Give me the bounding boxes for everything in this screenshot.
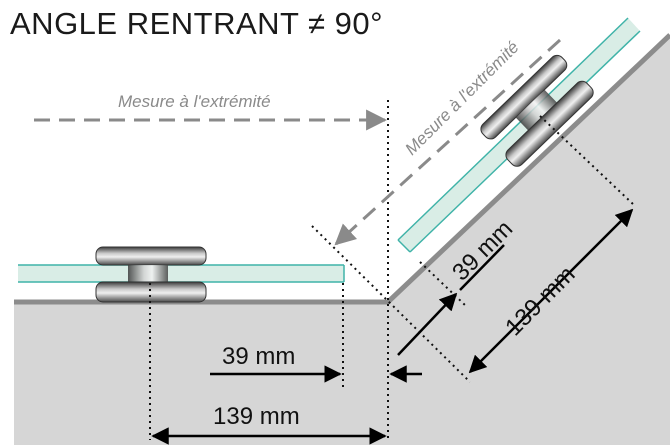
clamp-horizontal xyxy=(95,246,207,303)
measure-end-label-horizontal: Mesure à l'extrémité xyxy=(118,92,271,111)
dim-label-139-horizontal: 139 mm xyxy=(213,403,300,430)
dimension-139-angled xyxy=(468,208,634,374)
glass-panel-horizontal xyxy=(18,264,345,283)
dim-label-39-horizontal: 39 mm xyxy=(222,343,295,370)
diagram-title: ANGLE RENTRANT ≠ 90° xyxy=(10,6,384,41)
reference-lines xyxy=(149,100,635,440)
measure-end-arrow-angled xyxy=(334,38,562,246)
